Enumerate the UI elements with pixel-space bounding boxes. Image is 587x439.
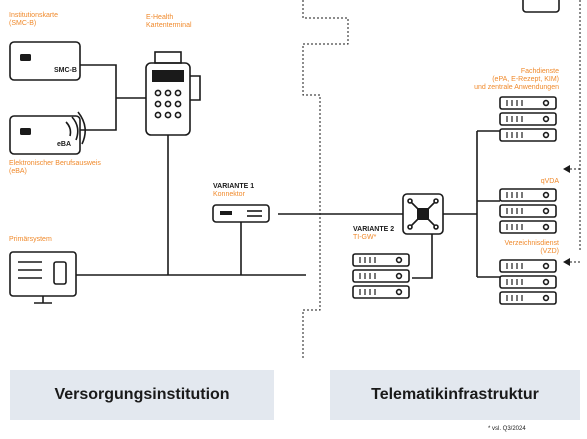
vzd-line2: (VZD) <box>540 248 559 255</box>
cards-connector <box>80 64 117 131</box>
konnektor-icon <box>212 204 270 223</box>
qvda-server-stack <box>499 188 557 234</box>
vzd-arrow-head <box>563 258 570 266</box>
qvda-label: qVDA <box>540 178 559 185</box>
terminal-label-line2: Kartenterminal <box>146 22 192 29</box>
variant2-sub: TI-GW* <box>353 234 377 241</box>
terminal-label-line1: E-Health <box>146 14 174 21</box>
fachdienste-line2: (ePA, E-Rezept, KIM) <box>492 76 559 83</box>
fachdienste-line3: und zentrale Anwendungen <box>474 84 559 91</box>
vzd-line1: Verzeichnisdienst <box>504 240 559 247</box>
tigw-server-stack <box>352 253 410 299</box>
primary-system-icon <box>9 251 77 304</box>
primary-system-label: Primärsystem <box>9 236 52 243</box>
boundary-dashed-line <box>302 0 349 360</box>
eba-label-line1: Elektronischer Berufsausweis <box>9 160 101 167</box>
banner-telematikinfrastruktur: Telematikinfrastruktur <box>330 370 580 420</box>
variant1-label: VARIANTE 1 Konnektor <box>213 183 254 199</box>
banner-versorgungsinstitution: Versorgungsinstitution <box>10 370 274 420</box>
footnote: * vsl. Q3/2024 <box>488 426 526 432</box>
smcb-card-text: SMC-B <box>54 67 77 74</box>
eba-label: Elektronischer Berufsausweis (eBA) <box>9 160 101 176</box>
fachdienste-line1: Fachdienste <box>520 68 559 75</box>
smcb-card-icon <box>9 41 81 81</box>
variant2-label: VARIANTE 2 TI-GW* <box>353 226 394 242</box>
eba-label-line2: (eBA) <box>9 168 27 175</box>
variant2-title: VARIANTE 2 <box>353 226 395 233</box>
tigw-to-router-line <box>412 234 433 279</box>
smcb-label-line2: (SMC-B) <box>9 20 37 27</box>
router-icon <box>402 193 444 235</box>
eba-card-icon <box>9 111 86 155</box>
terminal-label: E-Health Kartenterminal <box>146 14 192 30</box>
fachdienste-label: Fachdienste (ePA, E-Rezept, KIM) und zen… <box>399 68 559 92</box>
variant1-sub: Konnektor <box>213 191 245 198</box>
vzd-server-stack <box>499 259 557 305</box>
variant1-title: VARIANTE 1 <box>213 183 255 190</box>
fachdienste-server-stack <box>499 96 557 142</box>
top-partial-server <box>522 0 560 13</box>
eba-card-text: eBA <box>57 141 72 148</box>
smcb-label: Institutionskarte (SMC-B) <box>9 12 58 28</box>
qvda-arrow-head <box>563 165 570 173</box>
vzd-label: Verzeichnisdienst (VZD) <box>459 240 559 256</box>
smcb-label-line1: Institutionskarte <box>9 12 59 19</box>
card-terminal-icon <box>145 51 201 136</box>
